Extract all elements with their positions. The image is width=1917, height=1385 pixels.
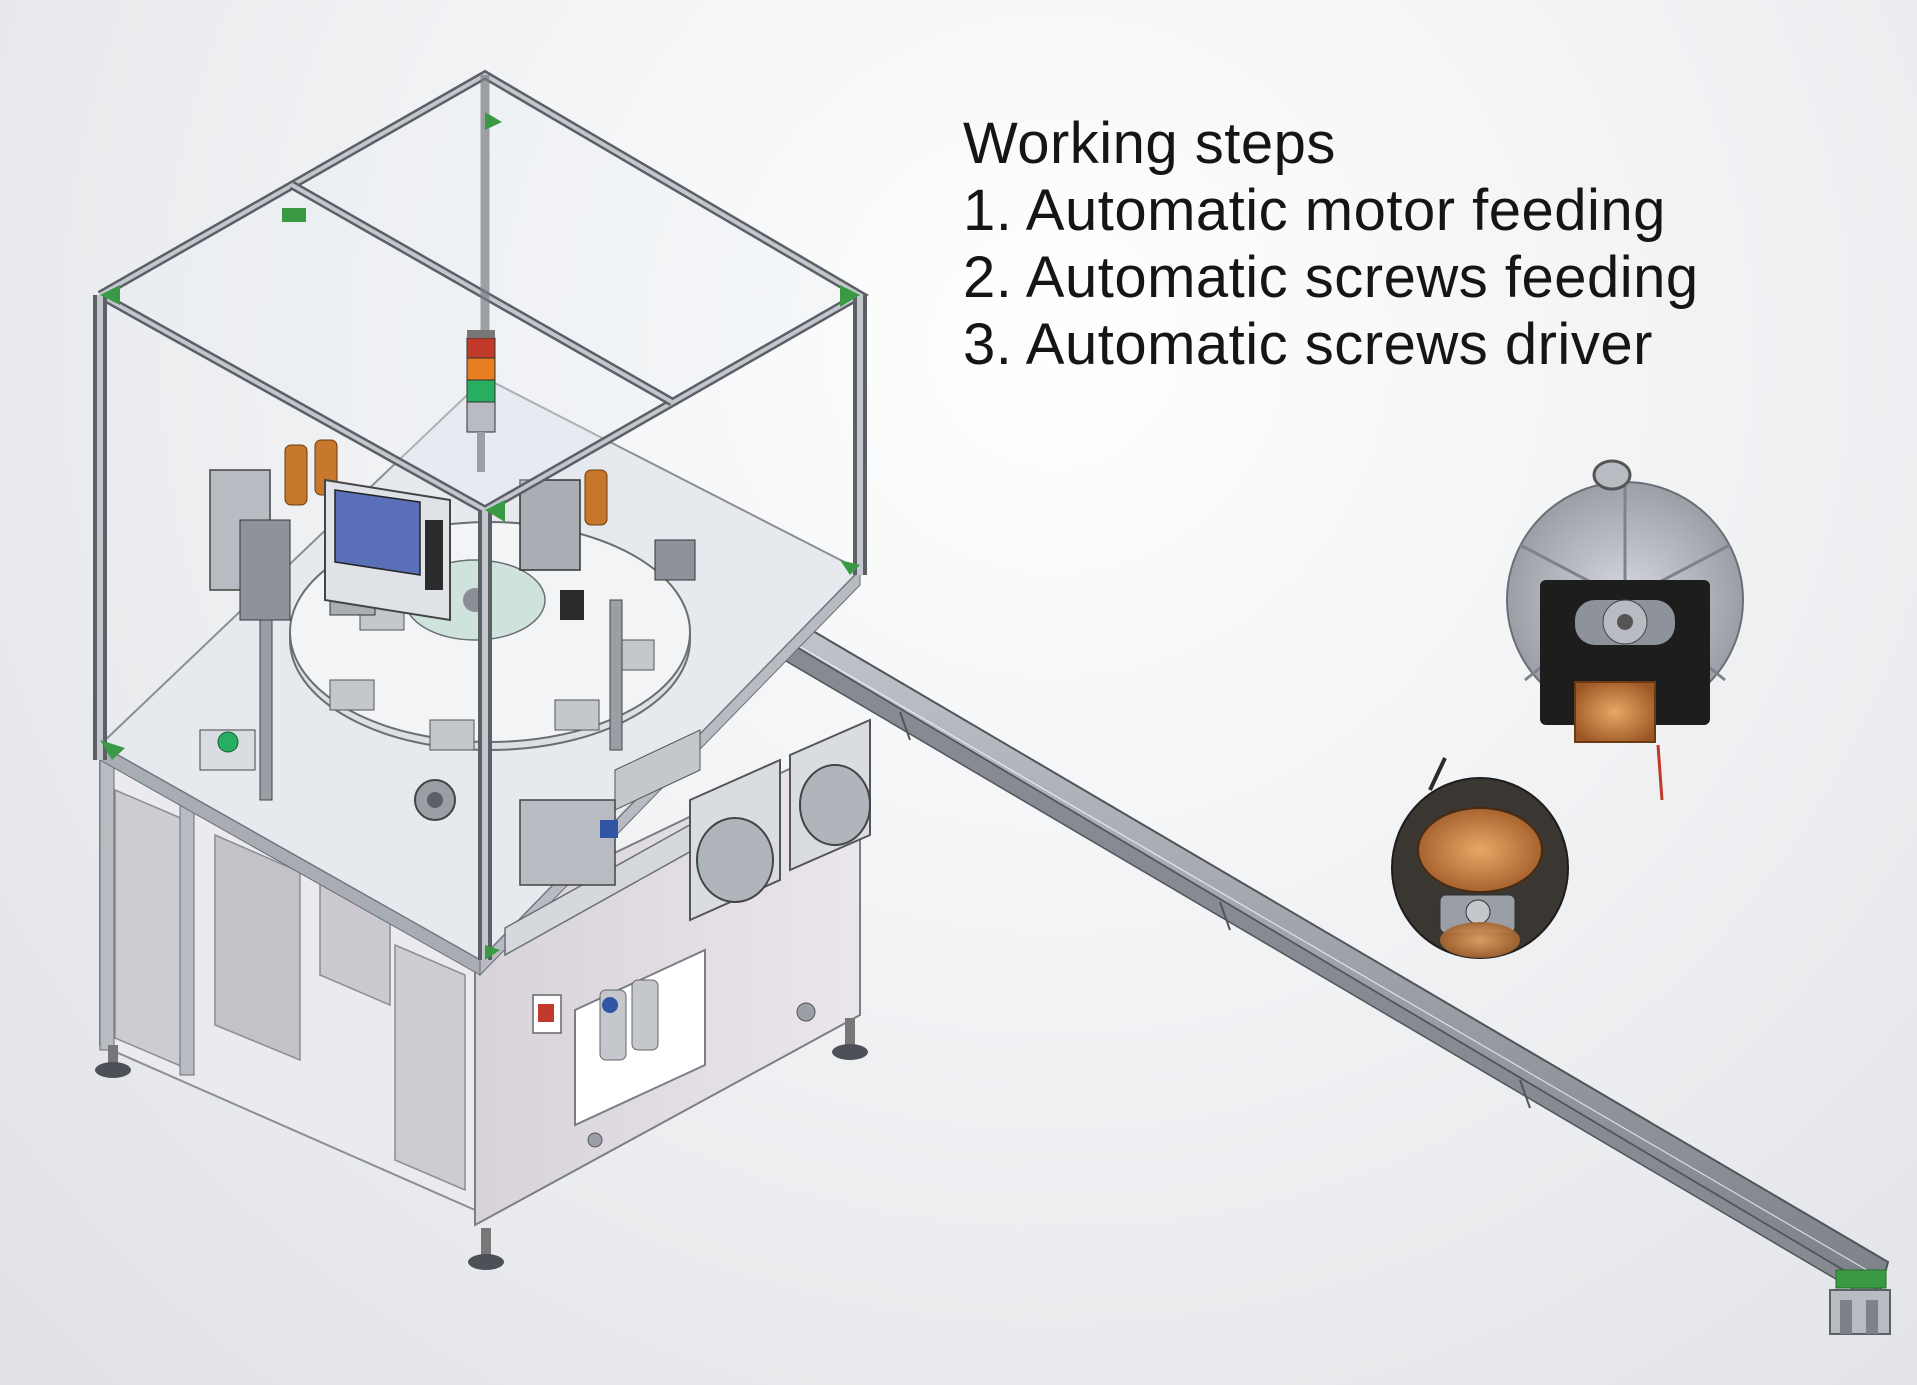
working-steps: Working steps 1. Automatic motor feeding…: [963, 110, 1863, 378]
left-stand: [99, 739, 476, 1212]
step-item: 1. Automatic motor feeding: [963, 178, 1666, 243]
signal-tower-icon: [466, 330, 496, 472]
screw-feeders: [614, 718, 871, 922]
motor-icon: [1391, 757, 1569, 959]
steps-heading: Working steps: [963, 111, 1336, 176]
hmi-panel-icon: [324, 478, 451, 622]
leveling-feet: [95, 1018, 868, 1270]
step-item: 2. Automatic screws feeding: [963, 245, 1699, 310]
motor-icon: [1506, 459, 1744, 801]
step-item: 3. Automatic screws driver: [963, 312, 1653, 377]
enclosure-frame: [93, 69, 869, 960]
feeding-conveyor: [627, 538, 1891, 1335]
emergency-stop-icon: [217, 731, 239, 753]
